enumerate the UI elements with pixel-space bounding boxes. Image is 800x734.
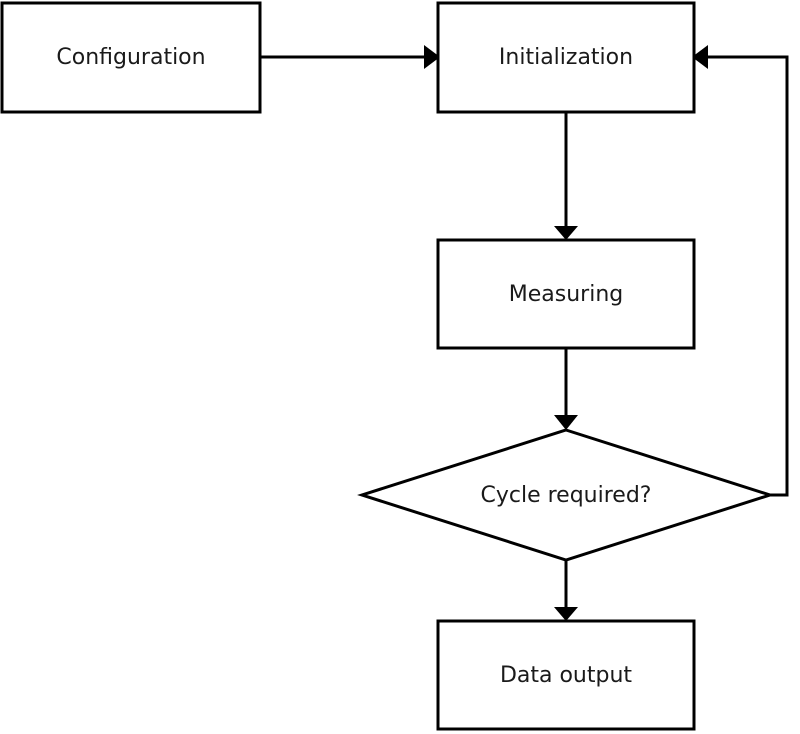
- edge-cycle-required-to-data-output: [554, 560, 578, 621]
- node-data-output-label: Data output: [500, 663, 632, 688]
- edge-layer: [260, 45, 789, 621]
- arrowhead-configuration-to-initialization: [424, 45, 440, 69]
- arrowhead-initialization-to-measuring: [554, 226, 578, 240]
- node-configuration-rect[interactable]: [0, 1, 262, 114]
- node-measuring[interactable]: Measuring: [436, 238, 696, 350]
- edge-configuration-to-initialization: [260, 45, 440, 69]
- node-cycle-required-label: Cycle required?: [481, 483, 652, 508]
- node-configuration-label: Configuration: [56, 45, 205, 70]
- edge-line-cycle-required-to-initialization: [704, 55, 789, 497]
- arrowhead-measuring-to-cycle-required: [554, 415, 578, 430]
- arrowhead-cycle-required-to-initialization: [692, 45, 708, 69]
- edge-initialization-to-measuring: [554, 112, 578, 240]
- node-cycle-required-diamond[interactable]: [357, 428, 775, 562]
- node-measuring-rect[interactable]: [436, 238, 696, 350]
- edge-measuring-to-cycle-required: [554, 348, 578, 430]
- node-initialization-label: Initialization: [499, 45, 633, 70]
- node-layer: Configuration Initialization Measuring C…: [0, 1, 775, 731]
- node-cycle-required[interactable]: Cycle required?: [357, 428, 775, 562]
- node-data-output[interactable]: Data output: [436, 619, 696, 731]
- node-configuration[interactable]: Configuration: [0, 1, 262, 114]
- node-initialization[interactable]: Initialization: [436, 1, 696, 114]
- node-initialization-rect[interactable]: [436, 1, 696, 114]
- node-measuring-label: Measuring: [509, 282, 623, 307]
- arrowhead-cycle-required-to-data-output: [554, 607, 578, 621]
- edge-cycle-required-to-initialization: [692, 45, 789, 497]
- node-data-output-rect[interactable]: [436, 619, 696, 731]
